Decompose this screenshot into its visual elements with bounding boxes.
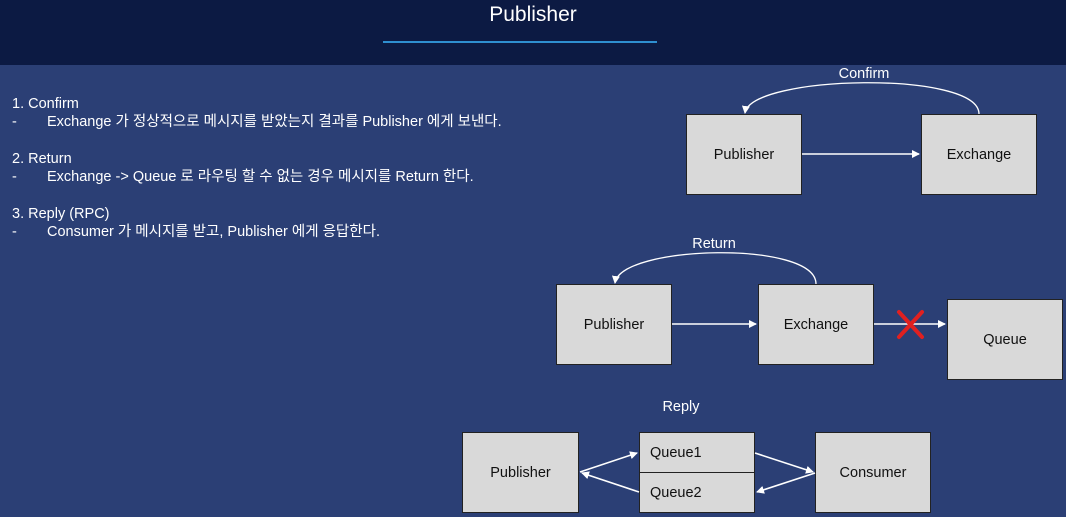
reply-publisher-to-queue1 xyxy=(579,451,638,473)
item-description-row: - Consumer 가 메시지를 받고, Publisher 에게 응답한다. xyxy=(12,223,502,241)
reply-consumer-box: Consumer xyxy=(815,432,931,513)
return-exchange-box: Exchange xyxy=(758,284,874,365)
reply-diagram-label: Reply xyxy=(662,399,700,415)
description-list: 1. Confirm - Exchange 가 정상적으로 메시지를 받았는지 … xyxy=(12,95,502,260)
return-publisher-box: Publisher xyxy=(556,284,672,365)
item-description: Consumer 가 메시지를 받고, Publisher 에게 응답한다. xyxy=(47,224,380,240)
red-x-icon xyxy=(897,310,924,339)
item-title: 2. Return xyxy=(12,151,72,167)
bullet-dash: - xyxy=(12,114,17,130)
bullet-dash: - xyxy=(12,224,17,240)
page-title: Publisher xyxy=(489,3,577,26)
list-item-reply: 3. Reply (RPC) - Consumer 가 메시지를 받고, Pub… xyxy=(12,205,502,241)
reply-consumer-to-queue2 xyxy=(756,472,816,494)
confirm-callback-arc xyxy=(741,82,980,115)
reply-queue2-to-publisher xyxy=(581,471,640,493)
reply-publisher-box: Publisher xyxy=(462,432,579,513)
header-bar xyxy=(0,0,1066,65)
item-title: 1. Confirm xyxy=(12,96,79,112)
item-description-row: - Exchange -> Queue 로 라우팅 할 수 없는 경우 메시지를… xyxy=(12,168,502,186)
confirm-exchange-box: Exchange xyxy=(921,114,1037,195)
reply-queue1-to-consumer xyxy=(754,452,814,474)
list-item-confirm: 1. Confirm - Exchange 가 정상적으로 메시지를 받았는지 … xyxy=(12,95,502,131)
item-description: Exchange 가 정상적으로 메시지를 받았는지 결과를 Publisher… xyxy=(47,114,502,130)
bullet-dash: - xyxy=(12,169,17,185)
confirm-diagram-label: Confirm xyxy=(838,66,890,82)
reply-queue1-box: Queue1 xyxy=(639,432,755,473)
reply-queue2-box: Queue2 xyxy=(639,472,755,513)
item-title: 3. Reply (RPC) xyxy=(12,206,110,222)
return-diagram-label: Return xyxy=(692,236,736,252)
return-callback-arc xyxy=(611,252,817,285)
item-description: Exchange -> Queue 로 라우팅 할 수 없는 경우 메시지를 R… xyxy=(47,169,474,185)
confirm-publisher-box: Publisher xyxy=(686,114,802,195)
item-description-row: - Exchange 가 정상적으로 메시지를 받았는지 결과를 Publish… xyxy=(12,113,502,131)
return-queue-box: Queue xyxy=(947,299,1063,380)
title-underline xyxy=(383,41,657,43)
list-item-return: 2. Return - Exchange -> Queue 로 라우팅 할 수 … xyxy=(12,150,502,186)
